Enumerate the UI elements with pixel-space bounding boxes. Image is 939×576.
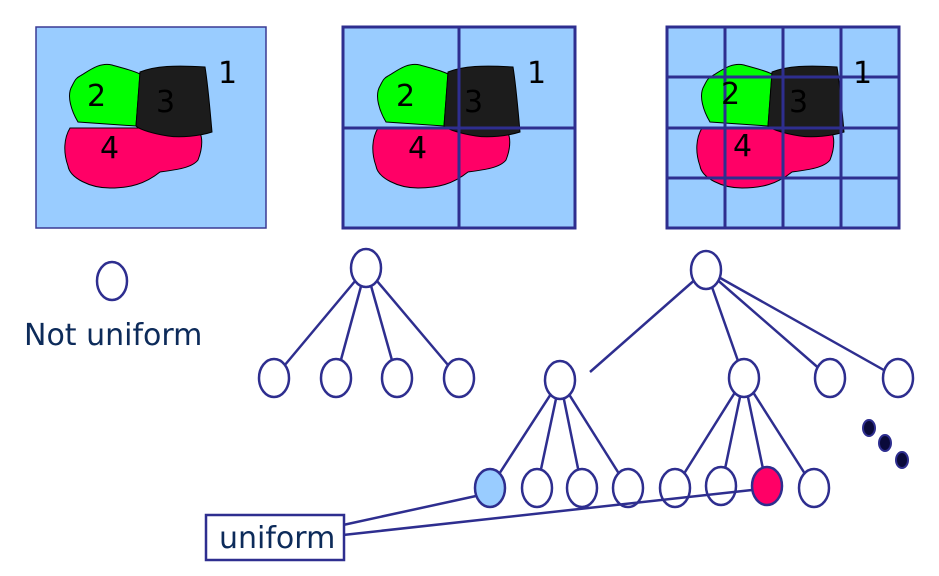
quadrant-grid-lines (667, 27, 899, 228)
tree-node-level1 (543, 359, 577, 401)
tree-node-child (380, 357, 414, 399)
region-label-3: 3 (156, 85, 175, 120)
tree-two-levels (473, 249, 915, 509)
panel-undivided: 1 2 3 4 (35, 26, 267, 229)
region-label-2: 2 (396, 79, 415, 114)
tree-node-level2 (565, 467, 599, 509)
quadrant-grid-lines (343, 27, 575, 228)
panel-split-twice: 1 2 3 4 (665, 25, 901, 230)
uniform-callout-pointers (342, 488, 753, 537)
tree-node-level2 (520, 467, 554, 509)
not-uniform-caption: Not uniform (24, 318, 202, 353)
tree-node-level2 (658, 467, 692, 509)
ellipsis-dots-icon (862, 419, 909, 469)
tree-node-level1 (727, 357, 761, 399)
tree-node-uniform-red (750, 465, 784, 507)
panel-split-once: 1 2 3 4 (341, 25, 577, 230)
tree-node-child (319, 357, 353, 399)
region-label-4: 4 (733, 129, 752, 164)
tree-node-child (442, 357, 476, 399)
tree-one-level (257, 247, 476, 399)
tree-node-uniform-blue (473, 467, 507, 509)
region-label-3: 3 (464, 85, 483, 120)
tree-node-level1 (881, 357, 915, 399)
region-label-3: 3 (789, 85, 808, 120)
tree-node-level2 (704, 465, 738, 507)
tree-node-level1 (813, 357, 847, 399)
region-label-4: 4 (100, 131, 119, 166)
uniform-caption: uniform (219, 521, 335, 556)
region-label-2: 2 (87, 79, 106, 114)
tree-node-root-single (95, 260, 129, 302)
tree-node-level2 (797, 467, 831, 509)
uniform-callout-box (204, 513, 346, 562)
tree-node-root (689, 249, 723, 291)
tree-node-root (349, 247, 383, 289)
region-label-1: 1 (218, 56, 237, 91)
tree-node-child (257, 357, 291, 399)
region-label-1: 1 (527, 56, 546, 91)
tree-node-level2 (611, 467, 645, 509)
region-label-4: 4 (408, 131, 427, 166)
region-label-1: 1 (853, 56, 872, 91)
region-label-2: 2 (721, 77, 740, 112)
